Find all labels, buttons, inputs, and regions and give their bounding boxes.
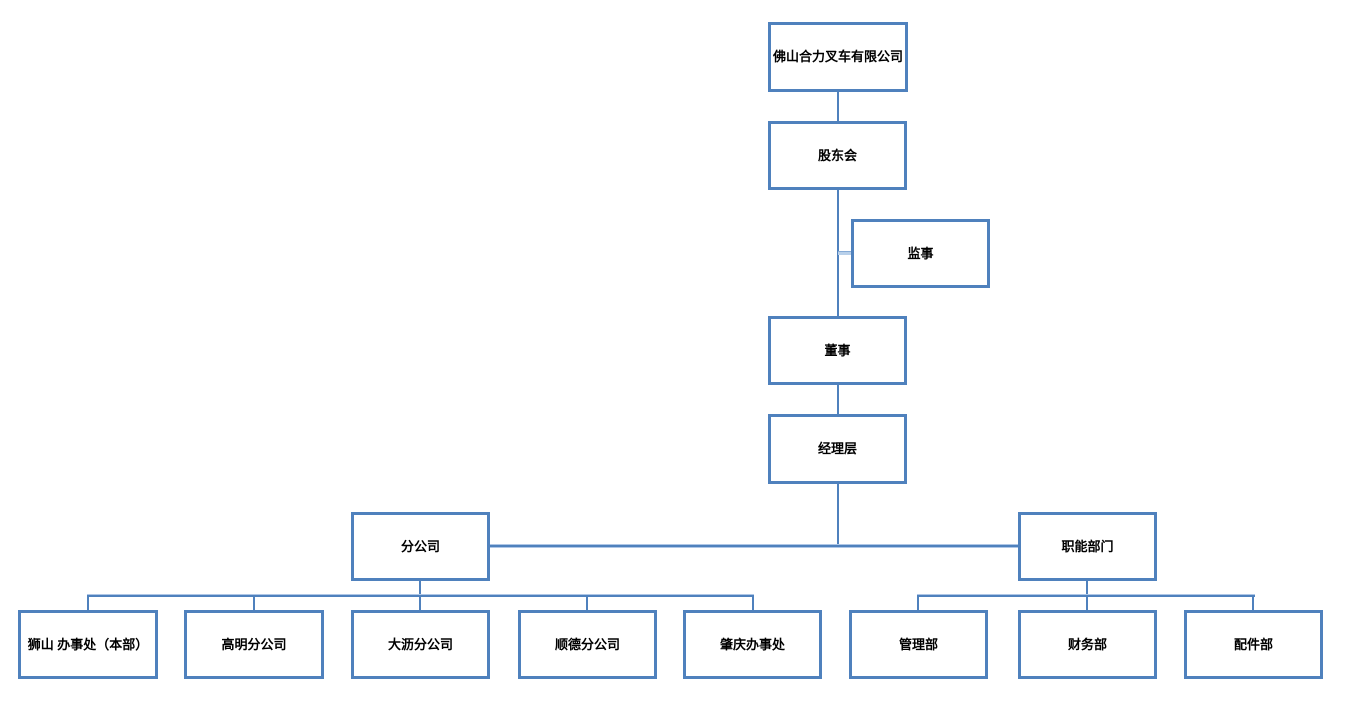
connector-supervisor <box>838 251 851 255</box>
org-node-finance-dept[interactable]: 财务部 <box>1018 610 1157 679</box>
connector-branch-rail <box>87 594 754 597</box>
org-node-branch-group[interactable]: 分公司 <box>351 512 490 581</box>
connector-function-rail <box>917 594 1255 597</box>
connector-root-shareholders <box>837 92 839 121</box>
org-node-director[interactable]: 董事 <box>768 316 907 385</box>
connector-stub-caiwu <box>1086 596 1088 610</box>
org-node-function-group[interactable]: 职能部门 <box>1018 512 1157 581</box>
connector-management-trunk <box>837 484 839 546</box>
connector-functions-down <box>1086 581 1088 595</box>
connector-mid-rail <box>490 544 1018 548</box>
org-node-dali-branch[interactable]: 大沥分公司 <box>351 610 490 679</box>
org-node-shishan-office[interactable]: 狮山 办事处（本部） <box>18 610 158 679</box>
connector-stub-shishan <box>87 596 89 610</box>
org-node-gaoming-branch[interactable]: 高明分公司 <box>184 610 324 679</box>
connector-stub-shunde <box>586 596 588 610</box>
connector-stub-gaoming <box>253 596 255 610</box>
org-node-shunde-branch[interactable]: 顺德分公司 <box>518 610 657 679</box>
org-node-shareholders[interactable]: 股东会 <box>768 121 907 190</box>
connector-stub-guanli <box>917 596 919 610</box>
connector-director-management <box>837 385 839 414</box>
connector-stub-dali <box>419 596 421 610</box>
org-node-management-dept[interactable]: 管理部 <box>849 610 988 679</box>
org-node-company[interactable]: 佛山合力叉车有限公司 <box>768 22 908 92</box>
org-node-management[interactable]: 经理层 <box>768 414 907 484</box>
connector-branches-down <box>419 581 421 595</box>
connector-stub-zhaoqing <box>752 596 754 610</box>
org-node-zhaoqing-office[interactable]: 肇庆办事处 <box>683 610 822 679</box>
org-node-parts-dept[interactable]: 配件部 <box>1184 610 1323 679</box>
org-node-supervisor[interactable]: 监事 <box>851 219 990 288</box>
connector-stub-peijian <box>1252 596 1254 610</box>
